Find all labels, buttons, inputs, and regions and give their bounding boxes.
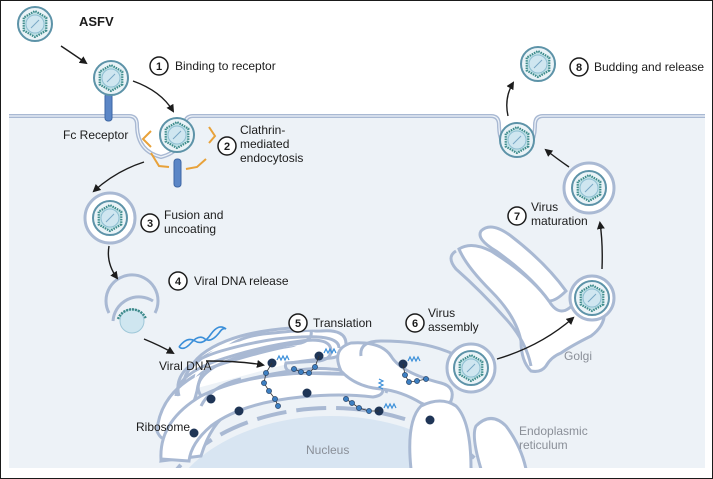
virus-extracellular: [17, 6, 53, 42]
label-er-line2: reticulum: [519, 438, 568, 452]
mrna-strand: [407, 355, 421, 363]
step-number: 3: [147, 218, 153, 230]
step-number-circle: [140, 213, 160, 233]
virus-budding: [499, 122, 535, 158]
arrow-assembly-to-golgi: [496, 316, 575, 360]
step-number: 8: [576, 62, 582, 74]
arrow-endocytosis-to-fusion: [92, 161, 145, 193]
step-4: 4 Viral DNA release: [168, 271, 289, 291]
label-er-line1: Endoplasmic: [519, 424, 588, 438]
step-5: 5 Translation: [288, 313, 372, 333]
mrna-strand: [377, 378, 385, 390]
uncoating-vesicle: [104, 273, 160, 334]
arrow-budding-to-release: [506, 81, 515, 117]
step-label: Clathrin-: [240, 123, 285, 137]
protein-chain: [343, 396, 379, 414]
arrow-uncoating-to-dna: [143, 338, 175, 355]
fc-receptor-surface: [104, 92, 113, 122]
protein-chain: [261, 362, 281, 409]
step-number-circle: [168, 271, 188, 291]
ribosome: [189, 428, 199, 438]
step-number: 7: [514, 211, 520, 223]
step-label: Virus: [428, 306, 455, 320]
ribosome: [206, 394, 216, 404]
protein-chain: [402, 363, 429, 385]
golgi-apparatus: [449, 225, 606, 373]
virus-particles: [17, 6, 610, 386]
label-fc-receptor: Fc Receptor: [63, 128, 128, 142]
step-number-circle: [149, 56, 169, 76]
step-label: maturation: [531, 214, 588, 228]
nucleus: [175, 406, 487, 468]
label-ribosome: Ribosome: [136, 420, 190, 434]
viral-dna-helix: [178, 326, 227, 350]
step-number-circle: [569, 57, 589, 77]
ribosome: [302, 388, 312, 398]
diagram-title: ASFV: [79, 14, 114, 29]
step-number: 4: [175, 276, 182, 288]
step-1: 1 Binding to receptor: [149, 56, 276, 76]
virus-released: [520, 46, 556, 82]
virus-clathrin-pit: [159, 117, 195, 153]
arrow-dna-to-translation: [205, 359, 265, 368]
arrow-golgi-to-maturation: [596, 221, 605, 270]
step-label: endocytosis: [240, 151, 303, 165]
step-number: 1: [156, 61, 162, 73]
virus-fusion: [92, 200, 128, 236]
step-number-circle: [507, 206, 527, 226]
step-markers: 1 Binding to receptor 2 Clathrin-mediateden…: [140, 56, 704, 334]
arrow-binding-to-endocytosis: [132, 80, 175, 113]
arrow-maturation-to-budding: [544, 148, 570, 168]
mrna-strand: [383, 402, 397, 410]
virus-maturation: [571, 170, 607, 206]
step-label: Virus: [531, 200, 558, 214]
step-number-circle: [217, 136, 237, 156]
protein-chain: [291, 355, 320, 376]
ribosome: [425, 415, 435, 425]
arrows: [60, 45, 605, 368]
clathrin-coat: [141, 126, 217, 170]
step-number-circle: [405, 313, 425, 333]
virus-bound-receptor: [93, 60, 129, 96]
fc-receptor-pit: [173, 158, 182, 188]
step-number-circle: [288, 313, 308, 333]
step-label: uncoating: [164, 222, 216, 236]
arrow-fusion-to-uncoating: [107, 245, 119, 280]
virus-golgi: [574, 280, 610, 316]
step-label: Fusion and: [164, 208, 223, 222]
virus-assembly: [453, 350, 489, 386]
label-viral-dna: Viral DNA: [159, 359, 211, 373]
er-sheets: [159, 330, 528, 468]
mrna-strand: [323, 347, 337, 355]
step-number: 2: [224, 141, 230, 153]
step-label: Translation: [313, 316, 372, 330]
step-number: 6: [412, 318, 418, 330]
step-number: 5: [295, 318, 301, 330]
label-nucleus: Nucleus: [306, 443, 349, 457]
ribosomes: [189, 347, 435, 438]
step-label: Budding and release: [594, 60, 704, 74]
arrow-asfv-to-binding: [60, 45, 88, 65]
step-label: Binding to receptor: [175, 59, 276, 73]
step-8: 8 Budding and release: [569, 57, 704, 77]
label-golgi: Golgi: [564, 349, 592, 363]
step-label: mediated: [240, 137, 289, 151]
step-label: assembly: [428, 320, 479, 334]
mrna-strand: [276, 354, 290, 362]
ribosome: [234, 406, 244, 416]
step-label: Viral DNA release: [194, 274, 289, 288]
